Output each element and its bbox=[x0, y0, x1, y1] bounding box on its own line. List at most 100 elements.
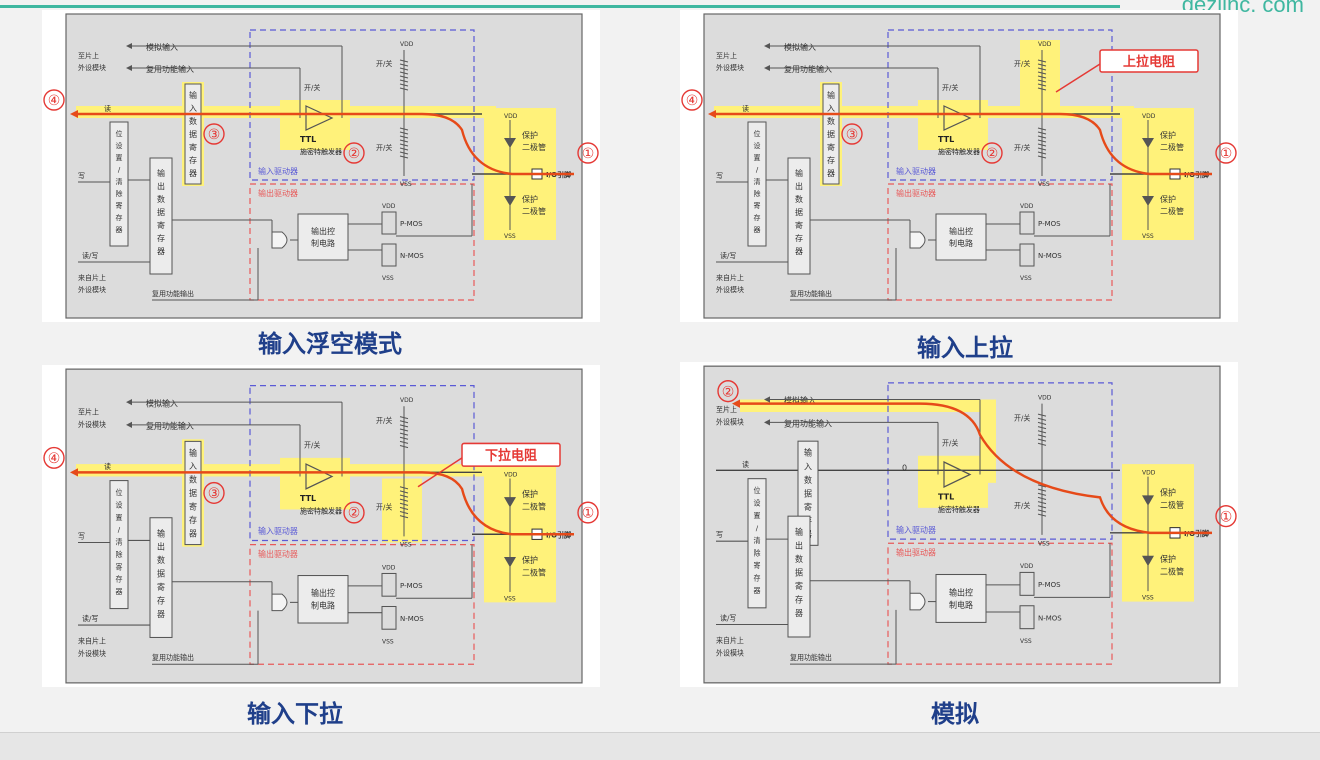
nmos-transistor bbox=[381, 605, 397, 630]
output-data-register-label: 输 bbox=[795, 527, 803, 537]
output-data-register-label: 出 bbox=[795, 540, 803, 550]
pullup-resistor bbox=[399, 428, 409, 432]
gpio-schematic: 输入驱动器输出驱动器模拟输入复用功能输入至片上外设模块读输入数据寄存器位设置/清… bbox=[42, 365, 600, 687]
pulldown-resistor bbox=[399, 511, 409, 515]
output-control-label: 输出控 bbox=[949, 587, 973, 597]
pulldown-switch-label: 开/关 bbox=[1014, 143, 1030, 152]
output-data-register-label: 出 bbox=[157, 542, 165, 552]
input-data-register-label: 存 bbox=[827, 155, 835, 165]
gpio-schematic: 输入驱动器输出驱动器模拟输入复用功能输入至片上外设模块读输入数据寄存器0位设置/… bbox=[680, 362, 1238, 687]
pullup-resistor bbox=[399, 63, 409, 67]
bitset-reset-label: 设 bbox=[754, 499, 761, 508]
caption-input-pullup: 输入上拉 bbox=[917, 334, 1013, 362]
bitset-reset-label: 置 bbox=[754, 154, 761, 162]
pulldown-resistor bbox=[1037, 509, 1047, 513]
protect-diode-label: 保护 bbox=[522, 555, 538, 565]
input-data-register-label: 入 bbox=[804, 461, 812, 471]
marker-2 bbox=[717, 380, 739, 403]
input-data-register-label: 数 bbox=[804, 475, 812, 485]
pulldown-resistor bbox=[1037, 505, 1047, 509]
input-data-register-label: 寄 bbox=[804, 502, 812, 512]
ttl-schmitt-trigger bbox=[943, 461, 972, 488]
output-data-register-label: 存 bbox=[157, 233, 165, 243]
vdd-label: VDD bbox=[400, 397, 414, 404]
pulldown-resistor bbox=[1037, 484, 1047, 488]
arrow bbox=[764, 396, 770, 403]
pmos-label: P-MOS bbox=[1038, 580, 1061, 589]
ttl-label: TTL bbox=[300, 493, 316, 503]
protect-diode-label: 二极管 bbox=[522, 142, 546, 152]
vdd-label: VDD bbox=[504, 471, 518, 478]
pulldown-resistor bbox=[1037, 139, 1047, 143]
input-driver-box bbox=[887, 382, 1113, 540]
pulldown-resistor bbox=[399, 486, 409, 490]
output-data-register-label: 据 bbox=[795, 207, 803, 217]
pmos-label: P-MOS bbox=[1038, 220, 1061, 228]
diode-top bbox=[504, 497, 516, 508]
marker-4 bbox=[681, 89, 703, 111]
vss-label: VSS bbox=[1020, 638, 1032, 645]
caption-input-pulldown: 输入下拉 bbox=[247, 700, 343, 728]
switch-label: 开/关 bbox=[304, 83, 320, 92]
panel-analog: 输入驱动器输出驱动器模拟输入复用功能输入至片上外设模块读输入数据寄存器0位设置/… bbox=[680, 362, 1238, 687]
output-control-label: 制电路 bbox=[949, 238, 973, 248]
protect-diode-label: 二极管 bbox=[522, 206, 546, 216]
pullup-resistor bbox=[399, 87, 409, 91]
input-data-register bbox=[184, 83, 202, 185]
protect-diode-label: 二极管 bbox=[1160, 206, 1184, 216]
input-data-register-label: 入 bbox=[189, 104, 197, 113]
output-driver-box bbox=[249, 183, 475, 301]
vss-label: VSS bbox=[1038, 181, 1050, 188]
vss-label: VSS bbox=[504, 595, 516, 602]
pmos-label: P-MOS bbox=[400, 220, 423, 228]
vdd-label: VDD bbox=[1020, 203, 1034, 210]
to-periph-label: 外设模块 bbox=[716, 63, 744, 72]
pulldown-resistor bbox=[399, 131, 409, 135]
marker-4 bbox=[43, 446, 65, 469]
vdd-label: VDD bbox=[400, 41, 414, 48]
output-data-register-label: 输 bbox=[795, 168, 803, 178]
marker-4-text: ④ bbox=[48, 93, 61, 109]
bitset-reset-label: 除 bbox=[116, 189, 123, 198]
output-data-register-label: 寄 bbox=[157, 220, 165, 230]
protect-diode-label: 保护 bbox=[522, 194, 538, 204]
pullup-resistor bbox=[1037, 59, 1047, 63]
switch-label: 开/关 bbox=[304, 440, 320, 449]
ttl-label: 施密特触发器 bbox=[300, 147, 342, 156]
bitset-reset-label: 位 bbox=[116, 129, 123, 138]
output-data-register-label: 寄 bbox=[157, 582, 165, 592]
panel-input-pullup: 输入驱动器输出驱动器模拟输入复用功能输入至片上外设模块读输入数据寄存器位设置/清… bbox=[680, 10, 1238, 322]
vdd-label: VDD bbox=[1038, 41, 1052, 48]
bitset-reset-label: 除 bbox=[754, 549, 761, 558]
nmos-transistor bbox=[1019, 243, 1035, 267]
output-data-register-label: 数 bbox=[157, 555, 165, 565]
output-driver-label: 输出驱动器 bbox=[896, 548, 936, 558]
pulldown-resistor bbox=[1037, 131, 1047, 135]
input-data-register bbox=[822, 83, 840, 185]
diode-top bbox=[504, 138, 516, 148]
input-data-register bbox=[184, 440, 202, 546]
output-control-circuit bbox=[297, 575, 349, 624]
input-data-register-label: 输 bbox=[189, 448, 197, 458]
output-data-register-label: 器 bbox=[795, 608, 803, 618]
output-control-circuit bbox=[935, 213, 987, 261]
diode-bottom bbox=[504, 196, 516, 206]
read-write-label: 读/写 bbox=[82, 251, 98, 260]
bitset-reset-label: / bbox=[756, 166, 759, 174]
pulldown-resistor bbox=[399, 502, 409, 506]
bitset-reset-label: 清 bbox=[754, 177, 761, 186]
bitset-reset-label: 存 bbox=[754, 213, 761, 222]
bitset-reset-label: 存 bbox=[116, 213, 123, 222]
pullup-resistor bbox=[1037, 434, 1047, 438]
pullup-resistor bbox=[1037, 75, 1047, 79]
pullup-resistor bbox=[1037, 417, 1047, 421]
pulldown-resistor bbox=[399, 143, 409, 147]
input-driver-box bbox=[887, 29, 1113, 181]
vdd-label: VDD bbox=[1038, 394, 1052, 401]
read-write-label: 读/写 bbox=[82, 614, 98, 623]
alt-output-label: 复用功能输出 bbox=[790, 653, 832, 662]
bitset-reset-register bbox=[109, 480, 129, 610]
from-periph-label: 来自片上 bbox=[716, 636, 744, 645]
marker-1-text: ① bbox=[582, 146, 595, 162]
output-driver-label: 输出驱动器 bbox=[258, 188, 298, 198]
